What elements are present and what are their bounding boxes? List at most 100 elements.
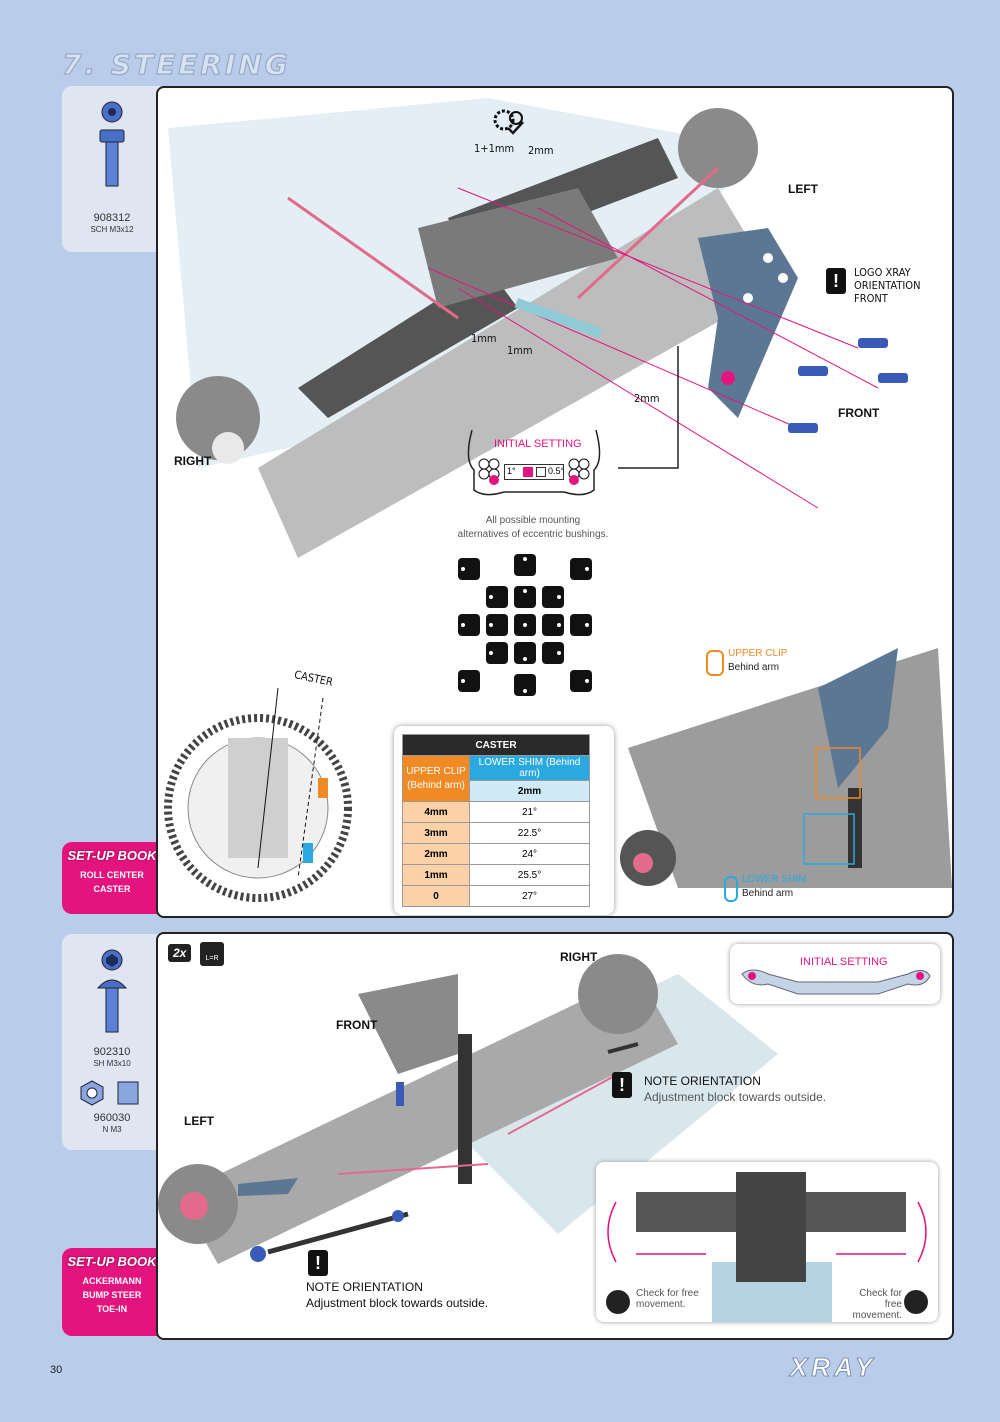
page-number: 30 <box>50 1364 63 1376</box>
free-movement-card: Check for free movement. Check for free … <box>596 1162 938 1322</box>
clip-icon <box>706 650 724 676</box>
note-title: NOTE ORIENTATION <box>644 1074 761 1088</box>
warning-icon: ! <box>612 1072 632 1098</box>
button-head-screw-icon <box>96 949 128 1033</box>
check-line: movement. <box>852 1310 902 1321</box>
header-line: UPPER CLIP <box>406 765 466 777</box>
direction-label-right: RIGHT <box>560 950 598 964</box>
part-number: 908312 SCH M3x12 <box>62 212 162 236</box>
steering-assembly-illustration <box>606 1172 928 1322</box>
part-number-text: 902310 <box>93 1046 131 1058</box>
gear-check-icon <box>493 109 524 135</box>
caster-table-title: CASTER <box>402 734 590 756</box>
setup-topic: BUMP STEER <box>82 1290 142 1300</box>
bushing-icon <box>514 586 536 608</box>
setting-right-value: 0.5° <box>548 466 565 476</box>
caster-table-card: CASTER UPPER CLIP (Behind arm) LOWER SHI… <box>394 726 614 915</box>
part-name: SCH M3x12 <box>90 225 134 234</box>
table-cell: 4mm <box>402 801 470 823</box>
page-title: 7. STEERING <box>61 47 291 81</box>
bushing-icon <box>486 586 508 608</box>
table-cell: 21° <box>469 801 590 823</box>
initial-setting-title: INITIAL SETTING <box>800 956 888 968</box>
bushing-icon <box>458 558 480 580</box>
direction-label-left: LEFT <box>184 1114 214 1128</box>
note-line: LOGO XRAY <box>854 266 911 279</box>
bushing-icon <box>514 614 536 636</box>
bushing-bracket-icon <box>467 430 601 496</box>
check-movement-right: Check for free movement. <box>846 1288 902 1321</box>
bushing-icon <box>514 674 536 696</box>
eccentric-bushing-grid <box>452 554 602 698</box>
warning-icon: ! <box>308 1250 328 1276</box>
setup-book-badge-step2: SET-UP BOOK ACKERMANN BUMP STEER TOE-IN <box>62 1248 162 1336</box>
table-cell: 1mm <box>402 864 470 886</box>
bushing-icon <box>570 670 592 692</box>
spacer-label: 2mm <box>634 392 660 405</box>
bushing-icon <box>542 642 564 664</box>
note-title: NOTE ORIENTATION <box>306 1280 423 1294</box>
check-line: movement. <box>636 1299 686 1310</box>
bushing-icon <box>458 614 480 636</box>
initial-setting-card: INITIAL SETTING <box>730 944 940 1004</box>
bushing-icon <box>542 614 564 636</box>
setting-values: 1° 0.5° <box>504 464 564 480</box>
initial-setting-title: INITIAL SETTING <box>494 438 582 450</box>
note-text: Adjustment block towards outside. <box>306 1296 489 1310</box>
bushing-icon <box>458 670 480 692</box>
quantity-badge: 2x <box>168 944 192 962</box>
spacer-label: 1mm <box>471 332 497 345</box>
caption-line: All possible mounting <box>485 515 581 526</box>
brand-logo: XRAY <box>789 1352 877 1383</box>
bushings-caption: All possible mounting alternatives of ec… <box>428 514 638 542</box>
direction-label-front: FRONT <box>838 406 880 420</box>
steering-plate-icon <box>741 969 931 995</box>
check-line: Check for free <box>636 1288 699 1299</box>
upper-clip-sub: Behind arm <box>728 662 780 673</box>
direction-label-left: LEFT <box>788 182 818 196</box>
setup-book-badge-step1: SET-UP BOOK ROLL CENTER CASTER <box>62 842 162 914</box>
table-cell: 25.5° <box>469 864 590 886</box>
table-cell: 2mm <box>402 843 470 865</box>
bushing-icon <box>570 614 592 636</box>
nut-icon <box>80 1080 139 1106</box>
part-number: 902310 SH M3x10 <box>62 1046 162 1070</box>
table-cell: 27° <box>469 885 590 907</box>
setup-topic: ACKERMANN <box>82 1276 142 1286</box>
spacer-label: 1+1mm <box>474 142 515 155</box>
part-number-text: 960030 <box>93 1112 131 1124</box>
initial-setting-diagram: INITIAL SETTING 1° 0.5° <box>464 430 604 500</box>
parts-sidebar-step2: 902310 SH M3x10 960030 N M3 <box>62 934 162 1150</box>
part-name: N M3 <box>102 1125 122 1134</box>
step1-panel: 1+1mm 2mm 1mm 1mm 2mm LEFT FRONT RIGHT !… <box>156 86 954 918</box>
direction-label-front: FRONT <box>336 1018 378 1032</box>
setup-book-label: SET-UP BOOK <box>67 1254 157 1269</box>
check-movement-left: Check for free movement. <box>636 1288 699 1310</box>
bushing-icon <box>570 558 592 580</box>
step2-panel: 2x L=R RIGHT FRONT LEFT INITIAL SETTING … <box>156 932 954 1340</box>
direction-label-right: RIGHT <box>174 454 212 468</box>
table-cell: 0 <box>402 885 470 907</box>
table-cell: 24° <box>469 843 590 865</box>
header-line: (Behind arm) <box>407 779 465 791</box>
col-header-lower-shim: LOWER SHIM (Behind arm) <box>469 755 590 781</box>
setup-topic: TOE-IN <box>96 1304 128 1314</box>
bushing-icon <box>542 586 564 608</box>
bushing-icon <box>514 642 536 664</box>
part-name: SH M3x10 <box>93 1059 131 1068</box>
screw-icon <box>99 101 125 187</box>
note-line: ORIENTATION <box>854 279 921 292</box>
setting-marker <box>523 467 533 477</box>
left-right-badge: L=R <box>200 942 224 966</box>
check-line: Check for free <box>859 1288 902 1310</box>
setup-topic: ROLL CENTER <box>80 870 144 880</box>
shim-icon <box>724 876 738 902</box>
setup-book-label: SET-UP BOOK <box>67 848 157 863</box>
table-cell: 3mm <box>402 822 470 844</box>
bushing-icon <box>486 642 508 664</box>
